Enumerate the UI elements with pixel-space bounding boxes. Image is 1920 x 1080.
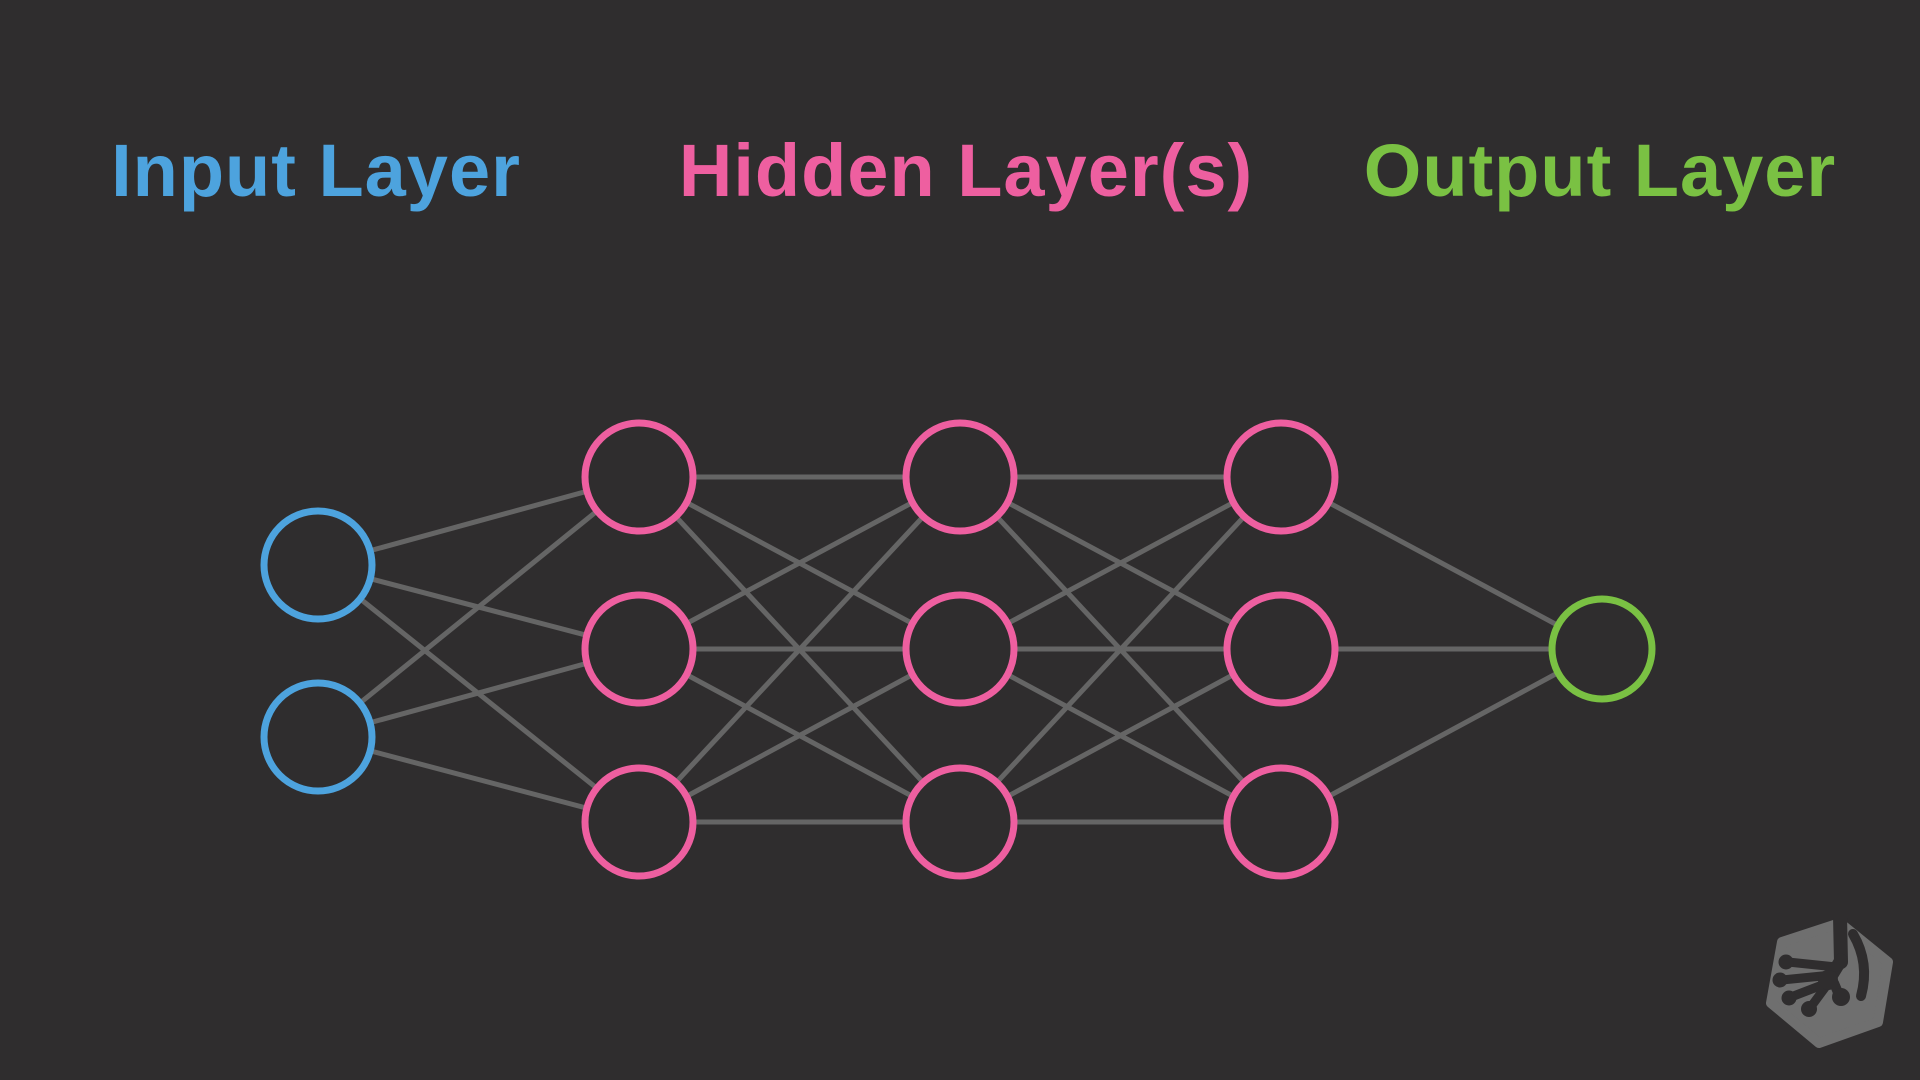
hidden-1-node (581, 419, 697, 535)
hidden-layer-label: Hidden Layer(s) (678, 129, 1254, 212)
hidden-3-node (1223, 764, 1339, 880)
lizard-foot-hexagon-logo-icon (1766, 918, 1893, 1048)
output-layer-label: Output Layer (1363, 129, 1837, 212)
input-node (260, 507, 376, 623)
edge-line (637, 475, 962, 824)
edge-line (1279, 646, 1604, 825)
nodes-group (260, 419, 1656, 880)
hidden-1-node (581, 764, 697, 880)
hidden-1-node (581, 591, 697, 707)
edge-line (958, 646, 1283, 825)
edge-line (637, 646, 962, 825)
edge-line (958, 474, 1283, 652)
hidden-2-node (902, 419, 1018, 535)
edge-line (1279, 474, 1604, 652)
hidden-2-node (902, 764, 1018, 880)
edge-line (958, 475, 1283, 824)
hidden-3-node (1223, 419, 1339, 535)
input-node (260, 679, 376, 795)
input-layer-label: Input Layer (111, 129, 521, 212)
edge-line (316, 475, 641, 739)
hidden-3-node (1223, 591, 1339, 707)
hidden-2-node (902, 591, 1018, 707)
output-node (1548, 595, 1656, 703)
edge-line (637, 474, 962, 652)
